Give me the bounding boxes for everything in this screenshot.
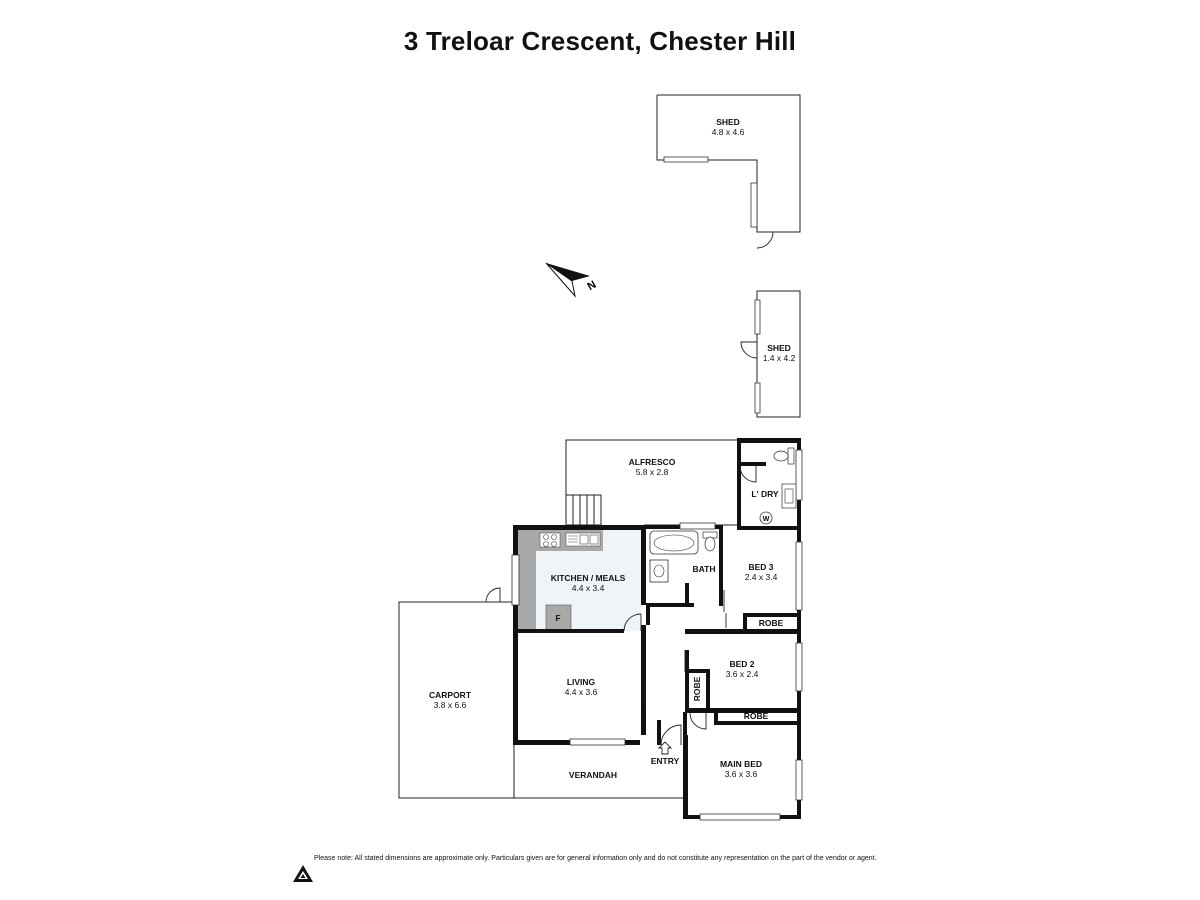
room-dims: 4.4 x 3.4 xyxy=(572,583,605,593)
page-title: 3 Treloar Crescent, Chester Hill xyxy=(403,26,797,56)
room-name: ALFRESCO xyxy=(629,457,676,467)
brand-logo-icon xyxy=(293,865,313,882)
north-arrow-icon: N xyxy=(545,262,599,298)
sink-icon xyxy=(565,532,601,547)
room-name: ROBE xyxy=(759,618,784,628)
room-name: BED 3 xyxy=(748,562,773,572)
shed-window xyxy=(750,182,758,228)
room-name: VERANDAH xyxy=(569,770,617,780)
room-dims: 3.8 x 6.6 xyxy=(434,700,467,710)
toilet-icon xyxy=(773,447,795,465)
carport: CARPORT 3.8 x 6.6 xyxy=(398,587,514,799)
room-name: MAIN BED xyxy=(720,759,762,769)
verandah: VERANDAH xyxy=(513,745,683,799)
room-dims: 5.8 x 2.8 xyxy=(636,467,669,477)
room-name: ROBE xyxy=(744,711,769,721)
fridge-label: F xyxy=(555,613,560,623)
doors xyxy=(623,465,757,746)
room-name: L' DRY xyxy=(751,489,779,499)
washer-label: W xyxy=(763,516,770,523)
shed-window xyxy=(663,156,709,163)
laundry-tub-icon xyxy=(781,483,797,509)
room-name: LIVING xyxy=(567,677,596,687)
room-name: ENTRY xyxy=(651,756,680,766)
shed-window xyxy=(754,299,761,335)
side-door xyxy=(485,587,501,603)
room-name: KITCHEN / MEALS xyxy=(551,573,626,583)
alfresco: ALFRESCO 5.8 x 2.8 xyxy=(565,439,739,526)
bathtub-icon xyxy=(649,530,699,555)
room-name: SHED xyxy=(716,117,740,127)
shed-large: SHED 4.8 x 4.6 xyxy=(656,94,801,249)
windows xyxy=(511,449,803,821)
room-name: BED 2 xyxy=(729,659,754,669)
shed-window xyxy=(754,382,761,414)
toilet-icon xyxy=(702,531,718,552)
disclaimer-text: Please note: All stated dimensions are a… xyxy=(314,855,877,862)
shed-door xyxy=(740,341,758,359)
basin-icon xyxy=(649,559,669,583)
room-name: CARPORT xyxy=(429,690,472,700)
room-dims: 4.8 x 4.6 xyxy=(712,127,745,137)
cooktop-icon xyxy=(539,532,561,548)
compass-label: N xyxy=(586,279,599,293)
room-dims: 1.4 x 4.2 xyxy=(763,353,796,363)
room-dims: 3.6 x 3.6 xyxy=(725,769,758,779)
room-dims: 3.6 x 2.4 xyxy=(726,669,759,679)
room-dims: 2.4 x 3.4 xyxy=(745,572,778,582)
room-name: ROBE xyxy=(692,676,702,701)
room-dims: 4.4 x 3.6 xyxy=(565,687,598,697)
shed-small: SHED 1.4 x 4.2 xyxy=(740,290,801,418)
entry-arrow-icon xyxy=(657,741,673,755)
room-name: SHED xyxy=(767,343,791,353)
shed-door xyxy=(756,231,774,249)
steps xyxy=(565,494,602,526)
bath-fixtures: W xyxy=(649,447,797,583)
washing-machine-icon: W xyxy=(759,511,773,525)
room-name: BATH xyxy=(693,564,716,574)
